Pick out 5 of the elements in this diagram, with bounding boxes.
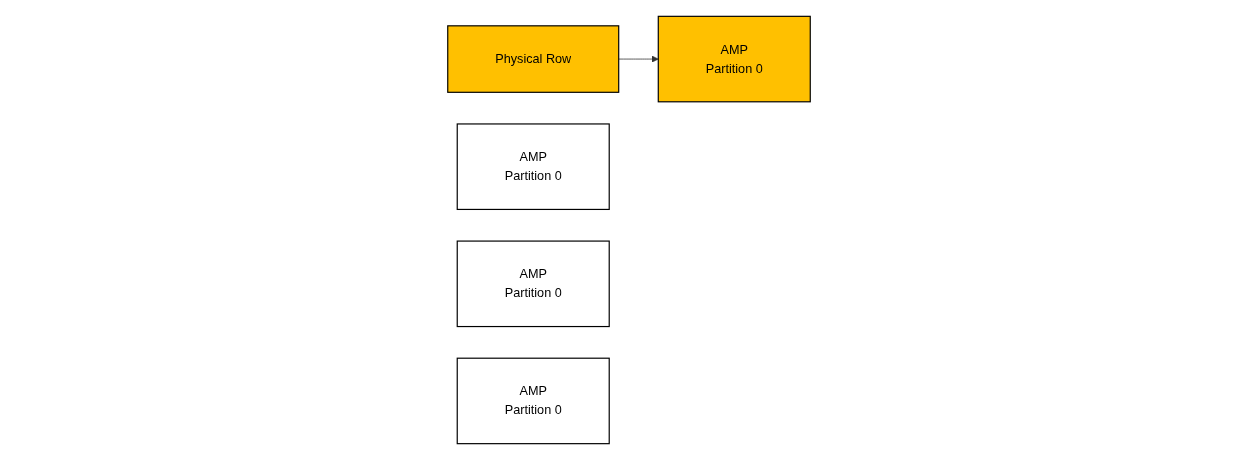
node-box: AMP Partition 0: [456, 357, 610, 445]
node-box: Physical Row: [447, 25, 620, 93]
node-box: AMP Partition 0: [456, 123, 610, 210]
node-box: AMP Partition 0: [657, 15, 811, 103]
node-box: AMP Partition 0: [456, 240, 610, 328]
